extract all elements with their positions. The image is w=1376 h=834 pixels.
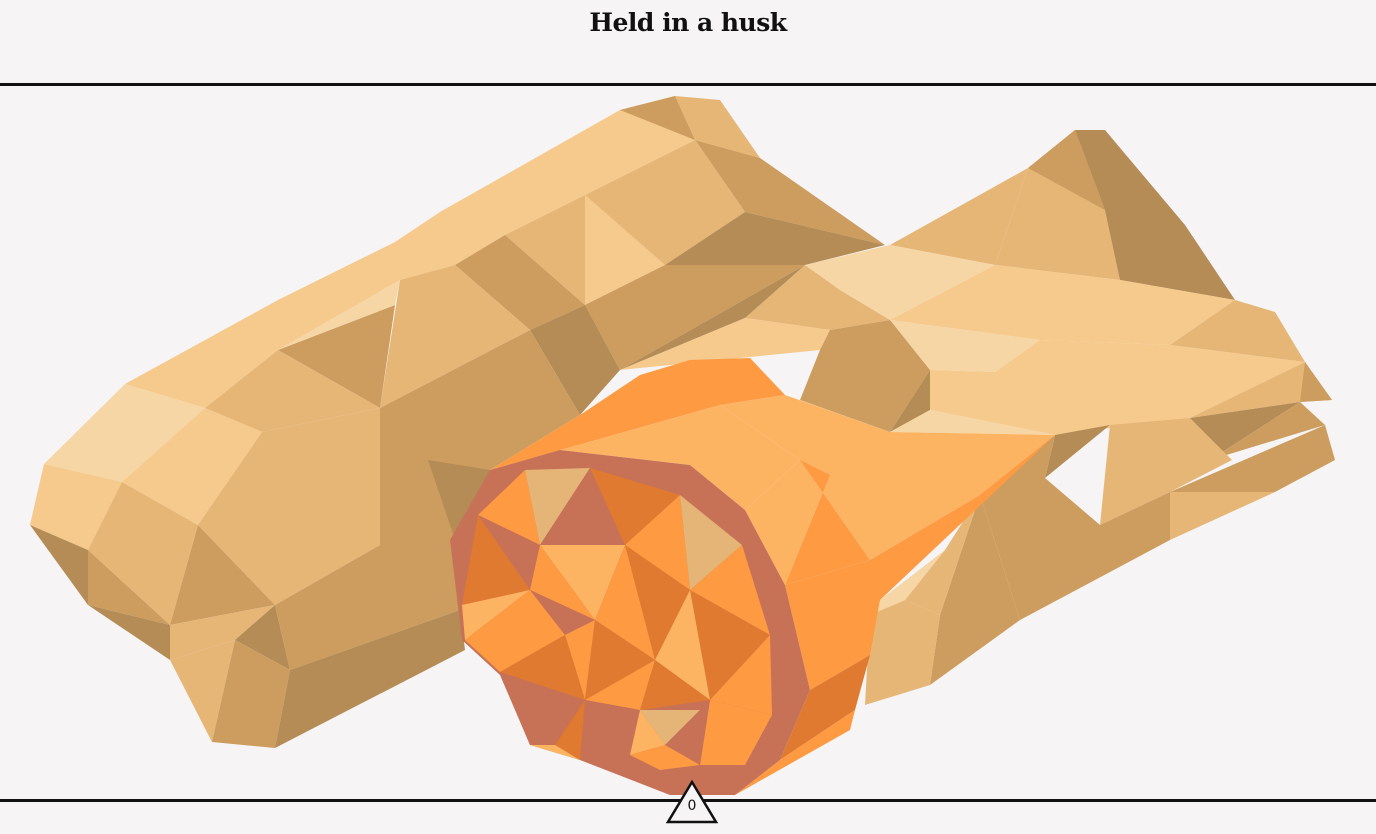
top-divider (0, 83, 1376, 86)
husk-right[interactable] (620, 130, 1335, 705)
counter-value: 0 (687, 798, 697, 814)
cob-cross-section[interactable] (450, 450, 810, 795)
corn-cob[interactable] (490, 358, 1055, 795)
counter-badge[interactable]: 0 (665, 779, 719, 824)
page-title: Held in a husk (589, 8, 787, 37)
corn-husk-scene[interactable] (0, 86, 1376, 799)
husk-left[interactable] (30, 96, 885, 748)
triangle-icon (665, 779, 719, 824)
